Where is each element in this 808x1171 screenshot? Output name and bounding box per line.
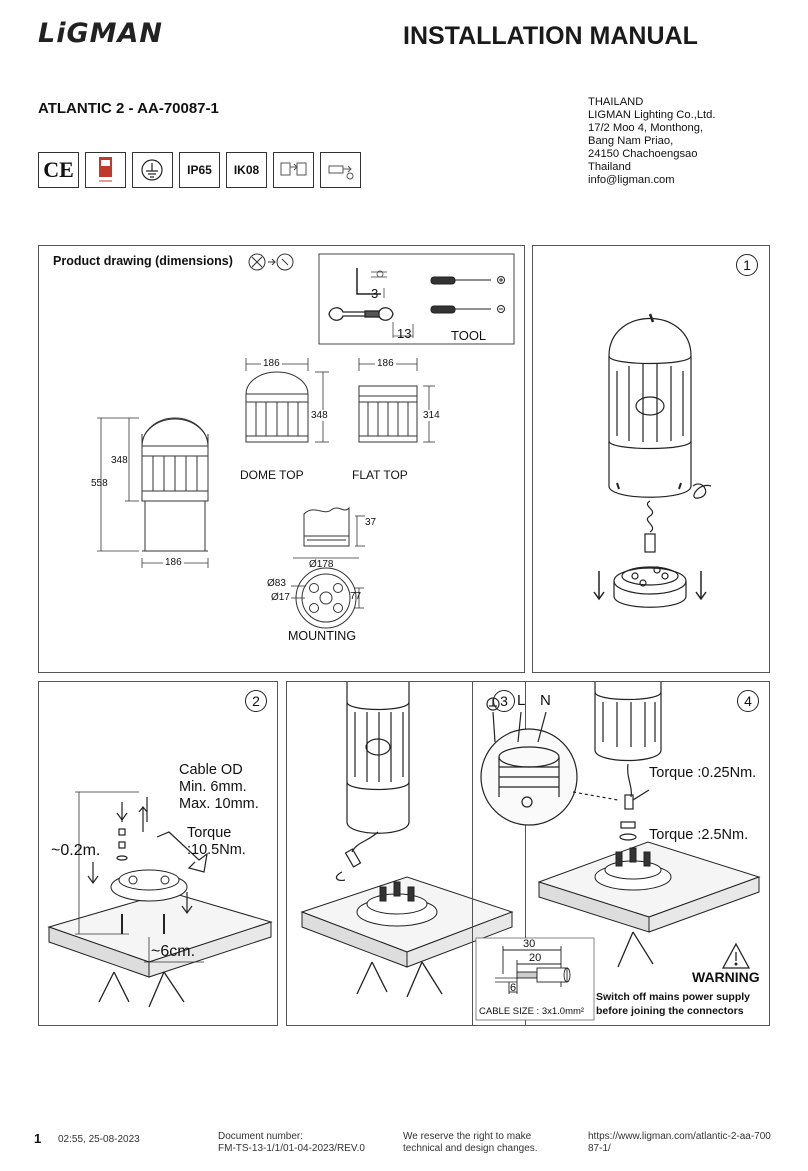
step-3-panel: 3 <box>286 681 526 1026</box>
replaceable-light-source-icon <box>273 152 314 188</box>
dim-mount-hole-diameter: Ø83 <box>267 578 286 589</box>
down-arrow-icon <box>593 571 707 601</box>
wrench-size: 13 <box>397 326 412 341</box>
ce-mark-icon: CE <box>38 152 79 188</box>
step-1-panel: 1 <box>532 245 770 673</box>
mount-base-terminals <box>356 881 438 927</box>
dim-mount-small-hole: Ø17 <box>271 592 290 603</box>
dome-top-label: DOME TOP <box>240 468 304 482</box>
tool-swap-icon <box>248 253 294 271</box>
step-2-illustration <box>47 791 273 1008</box>
cable-od-max: Max. 10mm. <box>179 796 259 812</box>
neutral-terminal-label: N <box>540 692 551 709</box>
dim-dome-height: 348 <box>311 410 328 421</box>
mount-base <box>110 869 188 902</box>
mounting-side-view <box>303 506 350 547</box>
replaceable-driver-icon <box>320 152 361 188</box>
dim-flat-width: 186 <box>375 358 396 369</box>
mount-base-ring <box>613 566 687 608</box>
document-title: INSTALLATION MANUAL <box>403 22 698 50</box>
tool-label: TOOL <box>451 328 487 343</box>
flat-top-view <box>358 385 418 443</box>
torque-25-label: Torque :2.5Nm. <box>649 827 749 843</box>
step-2-panel: 2 <box>38 681 278 1026</box>
depth-label: ~0.2m. <box>51 842 101 859</box>
mounting-label: MOUNTING <box>288 629 357 643</box>
flat-top-label: FLAT TOP <box>352 468 408 482</box>
live-terminal-label: L <box>517 692 526 709</box>
mount-base-terminals <box>594 847 672 891</box>
product-drawing-panel: Product drawing (dimensions) <box>38 245 525 673</box>
address-line: 24150 Chachoengsao <box>588 148 698 160</box>
product-drawing-title: Product drawing (dimensions) <box>53 254 233 268</box>
step-1-illustration <box>593 313 712 608</box>
wrench-icon <box>328 307 394 321</box>
product-side-view <box>141 417 209 552</box>
step-4-panel: 4 <box>472 681 770 1026</box>
step-1-number: 1 <box>736 254 758 276</box>
screwdriver-flat-icon <box>430 305 505 314</box>
dim-flat-height: 314 <box>423 410 440 421</box>
warning-text-line-1: Switch off mains power supply <box>596 991 751 1003</box>
cable-size-label: CABLE SIZE : 3x1.0mm² <box>479 1006 585 1017</box>
step-2-number: 2 <box>245 690 267 712</box>
dim-mount-offset: 77 <box>350 591 362 602</box>
dim-head-height: 348 <box>111 455 128 466</box>
warning-text-line-2: before joining the connectors <box>596 1005 744 1017</box>
ligman-logo: LiGMAN <box>38 18 163 49</box>
reserve-notice-line-1: We reserve the right to make <box>403 1131 532 1142</box>
dome-top-view <box>245 371 309 443</box>
dim-dome-width: 186 <box>261 358 282 369</box>
dim-mount-diameter: Ø178 <box>309 559 334 570</box>
class-1-ground-icon <box>132 152 173 188</box>
cable-strip-diagram <box>495 946 571 994</box>
quality-mark-icon <box>85 152 126 188</box>
company-address: THAILAND LIGMAN Lighting Co.,Ltd. 17/2 M… <box>588 96 715 187</box>
address-line: LIGMAN Lighting Co.,Ltd. <box>588 109 716 121</box>
warning-title: WARNING <box>692 969 760 985</box>
page-number: 1 <box>34 1131 42 1146</box>
product-drawing-svg <box>97 253 515 629</box>
hex-key-icon <box>356 268 381 295</box>
address-line: THAILAND <box>588 96 644 108</box>
address-line: Thailand <box>588 161 631 173</box>
connector-detail-circle <box>480 697 578 826</box>
strip-length-30: 30 <box>523 938 536 950</box>
torque-label: Torque <box>187 825 232 841</box>
screwdriver-phillips-icon <box>430 276 505 285</box>
address-line: 17/2 Moo 4, Monthong, <box>588 122 704 134</box>
dim-overall-height: 558 <box>91 478 108 489</box>
document-number: FM-TS-13-1/1/01-04-2023/REV.0 <box>218 1143 365 1154</box>
step-4-number: 4 <box>737 690 759 712</box>
anchor-depth-label: ~6cm. <box>151 943 196 960</box>
certification-badges: CE IP65 IK08 <box>38 152 361 188</box>
strip-length-20: 20 <box>529 952 542 964</box>
product-url-line-1[interactable]: https://www.ligman.com/atlantic-2-aa-700 <box>588 1131 771 1142</box>
dim-base-width: 186 <box>163 557 184 568</box>
cable-od-label: Cable OD <box>179 762 243 778</box>
ik08-badge: IK08 <box>226 152 267 188</box>
torque-value: :10.5Nm. <box>187 842 246 858</box>
torque-025-label: Torque :0.25Nm. <box>649 765 757 781</box>
document-number-label: Document number: <box>218 1131 304 1142</box>
ground-slab <box>47 891 273 978</box>
reserve-notice-line-2: technical and design changes. <box>403 1143 538 1154</box>
hex-key-size: 3 <box>371 286 379 301</box>
print-timestamp: 02:55, 25-08-2023 <box>58 1134 140 1145</box>
product-url-line-2[interactable]: 87-1/ <box>588 1143 611 1154</box>
warning-triangle-icon <box>721 942 751 969</box>
address-line: Bang Nam Priao, <box>588 135 674 147</box>
product-title: ATLANTIC 2 - AA-70087-1 <box>38 100 219 117</box>
step-4-illustration <box>475 682 761 1021</box>
ip65-badge: IP65 <box>179 152 220 188</box>
cable-od-min: Min. 6mm. <box>179 779 247 795</box>
address-email: info@ligman.com <box>588 174 675 186</box>
dim-mount-height: 37 <box>365 517 377 528</box>
step-3-illustration <box>300 682 514 998</box>
strip-length-6: 6 <box>510 982 517 994</box>
